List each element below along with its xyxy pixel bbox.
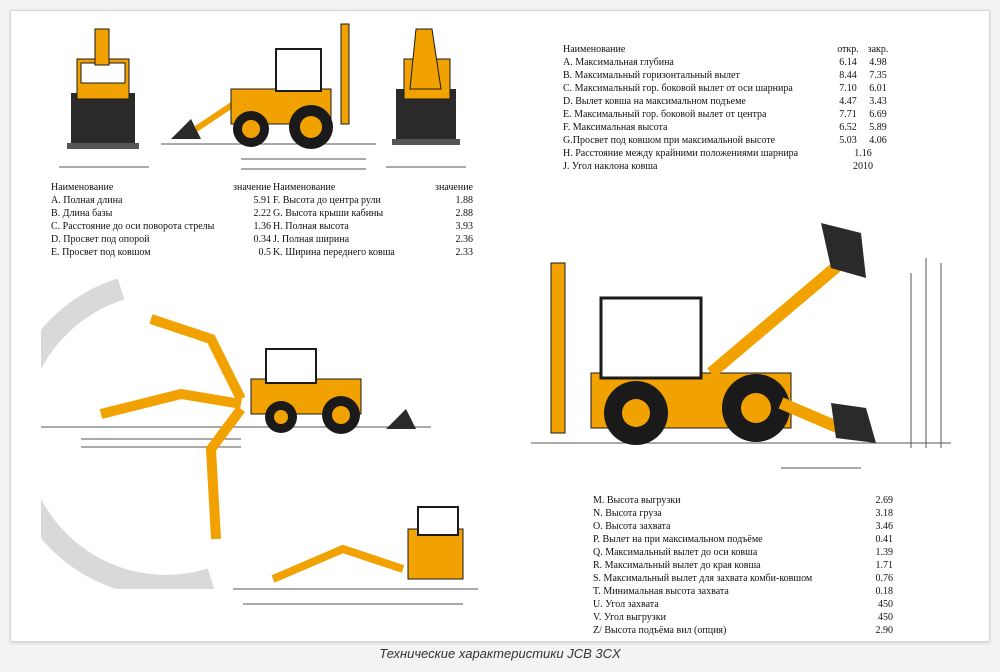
side-reach-diagram — [233, 506, 478, 605]
loader-diagram — [531, 223, 951, 469]
table-row: C. Максимальный гор. боковой вылет от ос… — [563, 83, 887, 94]
header-name: Наименование — [563, 44, 626, 55]
table-header: Наименование значение — [51, 181, 271, 194]
header-closed: закр. — [867, 44, 889, 55]
header-value: значение — [233, 182, 271, 193]
header-name: Наименование — [51, 182, 114, 193]
header-value: значение — [435, 182, 473, 193]
header-name: Наименование — [273, 182, 336, 193]
table-row: H. Расстояние между крайними положениями… — [563, 148, 872, 159]
rear-view-diagram — [386, 28, 466, 168]
table-row: G.Просвет под ковшом при максимальной вы… — [563, 135, 887, 146]
table-header: Наименование значение — [273, 181, 473, 194]
spec-sheet: Наименование откр. закр. A. Максимальная… — [10, 10, 990, 642]
table-header: Наименование откр. закр. — [563, 43, 893, 56]
front-view-diagram — [59, 28, 149, 168]
table-row: Z/ Высота подъёма вил (опция)2.90 — [593, 625, 893, 636]
table-row: E. Максимальный гор. боковой вылет от це… — [563, 109, 887, 120]
header-open: откр. — [837, 44, 859, 55]
spec-table-backhoe: Наименование откр. закр. A. Максимальная… — [563, 43, 893, 173]
side-view-diagram — [161, 23, 376, 170]
spec-table-heights: Наименование значение F. Высота до центр… — [273, 181, 473, 259]
backhoe-reach-diagram — [41, 279, 431, 589]
table-row: S. Максимальный вылет для захвата комби-… — [593, 573, 893, 584]
image-caption: Технические характеристики JCB 3CX — [379, 646, 621, 661]
